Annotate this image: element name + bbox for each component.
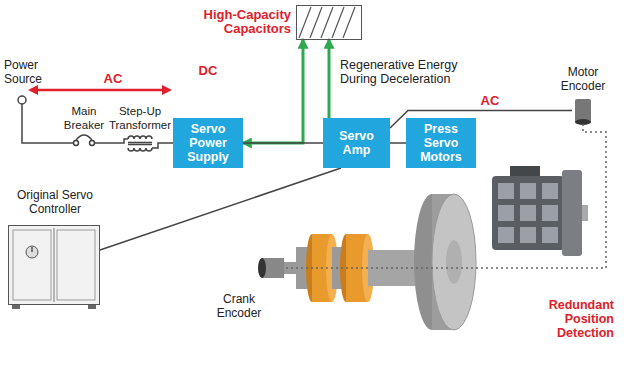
note-label: Regenerative Energy During Deceleration bbox=[340, 58, 482, 86]
part-label: Step-Up Transformer bbox=[106, 104, 174, 132]
motor-encoder: Motor Encoder bbox=[572, 97, 594, 124]
crank-encoder-icon bbox=[258, 258, 284, 278]
power-wiring bbox=[18, 96, 173, 151]
servo-motor-picture bbox=[492, 166, 588, 256]
ac-range-arrow bbox=[28, 85, 172, 95]
controller-cabinet bbox=[9, 226, 99, 309]
connector bbox=[390, 142, 406, 144]
press-servo-motors: Press Servo Motors bbox=[406, 118, 476, 168]
node-label: Servo Amp bbox=[325, 129, 388, 157]
signal-label: AC bbox=[98, 72, 128, 86]
part-label: Main Breaker bbox=[56, 104, 112, 132]
motor-encoder-icon bbox=[575, 99, 591, 125]
node-heading: Crank Encoder bbox=[208, 292, 270, 320]
capacitor-hatch bbox=[299, 7, 355, 38]
signal-label: DC bbox=[194, 64, 222, 78]
node-heading: Motor Encoder bbox=[548, 65, 618, 93]
connector bbox=[243, 142, 323, 144]
terminal-label: Power Source bbox=[4, 58, 54, 86]
node-heading: High-Capacity Capacitors bbox=[181, 8, 291, 36]
servo-power-supply: Servo Power Supply bbox=[173, 118, 243, 168]
note-label: Redundant Position Detection bbox=[528, 298, 614, 340]
node-label: Servo Power Supply bbox=[175, 122, 241, 164]
capacitor-bank: High-Capacity Capacitors bbox=[296, 5, 362, 40]
crankshaft-illustration bbox=[284, 194, 476, 330]
connector bbox=[100, 168, 341, 250]
edge-label: AC bbox=[479, 94, 502, 108]
node-heading: Original Servo Controller bbox=[3, 188, 107, 216]
connector bbox=[328, 40, 331, 118]
servo-amp: Servo Amp bbox=[323, 118, 390, 168]
connector bbox=[243, 40, 303, 143]
servo-controller-cabinet: Original Servo Controller bbox=[8, 225, 100, 305]
crank-encoder: Crank Encoder bbox=[258, 256, 286, 280]
node-label: Press Servo Motors bbox=[408, 122, 474, 164]
